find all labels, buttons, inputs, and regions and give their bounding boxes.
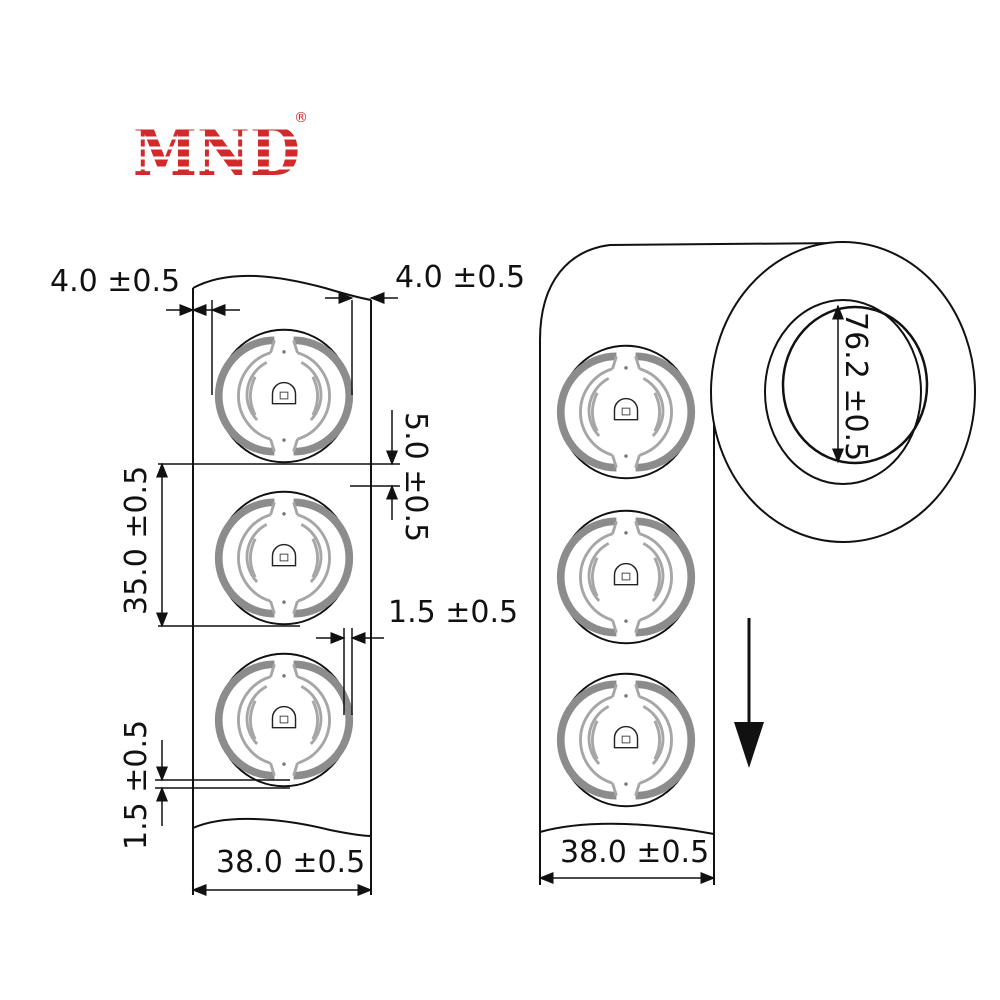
roll-dimensions <box>538 304 844 884</box>
logo-stripes <box>130 126 305 170</box>
brand-logo: MND ® <box>130 110 308 191</box>
rfid-tag-2 <box>218 492 350 624</box>
margin-right-label: 4.0 ±0.5 <box>395 260 525 295</box>
flat-strip-diagram <box>192 274 372 895</box>
core-diameter-label: 76.2 ±0.5 <box>838 312 873 461</box>
bottom-gap-label: 1.5 ±0.5 <box>119 720 154 850</box>
roll-tag-2 <box>560 511 692 643</box>
logo-wordmark: MND <box>133 113 300 191</box>
rfid-tag-1 <box>218 330 350 462</box>
down-arrow-icon <box>734 618 764 768</box>
rfid-tag-3 <box>218 654 350 786</box>
strip-outline <box>192 274 372 301</box>
gap-label: 5.0 ±0.5 <box>398 412 433 542</box>
pitch-label: 35.0 ±0.5 <box>119 466 154 615</box>
strip-width-label: 38.0 ±0.5 <box>216 845 365 880</box>
roll-tag-1 <box>560 346 692 478</box>
roll-tag-3 <box>560 674 692 806</box>
registered-mark: ® <box>294 110 308 126</box>
side-gap-label: 1.5 ±0.5 <box>388 595 518 630</box>
flat-strip-dimensions <box>155 292 400 896</box>
roll-width-label: 38.0 ±0.5 <box>560 835 709 870</box>
margin-left-label: 4.0 ±0.5 <box>50 264 180 299</box>
